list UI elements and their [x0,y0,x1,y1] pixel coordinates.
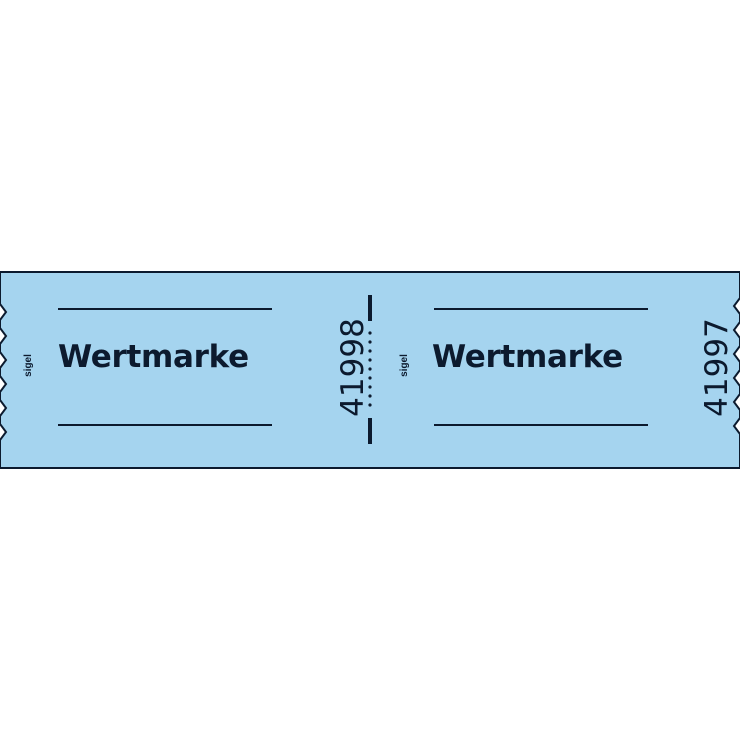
ticket-title: Wertmarke [432,339,623,375]
brand-logo: sigel [22,354,34,377]
bottom-rule [434,424,648,426]
serial-number: 41997 [698,318,735,417]
ticket-title: Wertmarke [58,339,249,375]
serial-number: 41998 [334,318,371,417]
top-rule [434,308,648,310]
top-rule [58,308,272,310]
perforation-line [368,295,372,444]
brand-logo: sigel [398,354,410,377]
bottom-rule [58,424,272,426]
